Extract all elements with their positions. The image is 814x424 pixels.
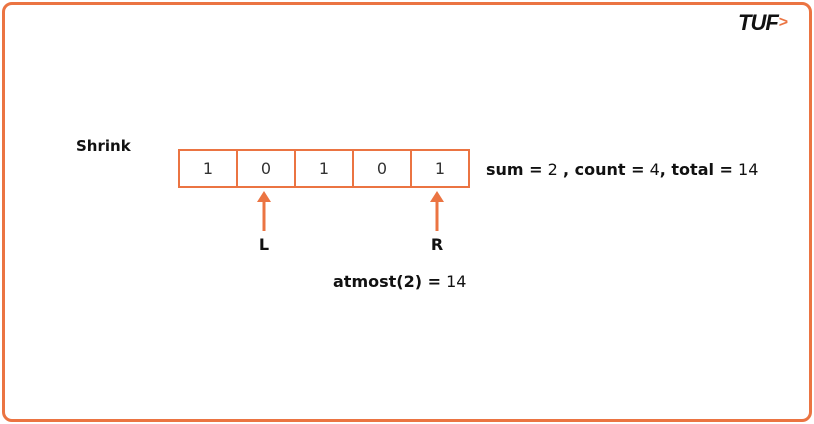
total-label: , total = [659,160,733,179]
window-stats: sum = 2 , count = 4, total = 14 [486,160,758,179]
count-value: 4 [649,160,660,179]
tuf-logo: TUF> [738,10,788,36]
array: 1 0 1 0 1 [178,149,470,188]
right-pointer: R [422,191,452,254]
left-pointer: L [249,191,279,254]
total-value: 14 [738,160,759,179]
count-label: , count = [562,160,645,179]
arrow-up-icon [257,191,271,231]
array-cell: 1 [410,151,468,186]
chevron-right-icon: > [778,14,788,31]
array-cell: 1 [202,159,214,178]
array-cell: 0 [352,151,410,186]
result-label: atmost(2) = [333,272,442,291]
result-value: 14 [446,272,467,291]
sum-label: sum = [486,160,543,179]
step-title: Shrink [76,137,131,155]
array-cell: 1 [294,151,352,186]
arrow-up-icon [430,191,444,231]
result: atmost(2) = 14 [333,272,466,291]
array-cell: 0 [236,151,294,186]
right-pointer-label: R [430,235,444,254]
sum-value: 2 [547,160,558,179]
left-pointer-label: L [258,235,270,254]
logo-text: TUF [738,10,779,35]
